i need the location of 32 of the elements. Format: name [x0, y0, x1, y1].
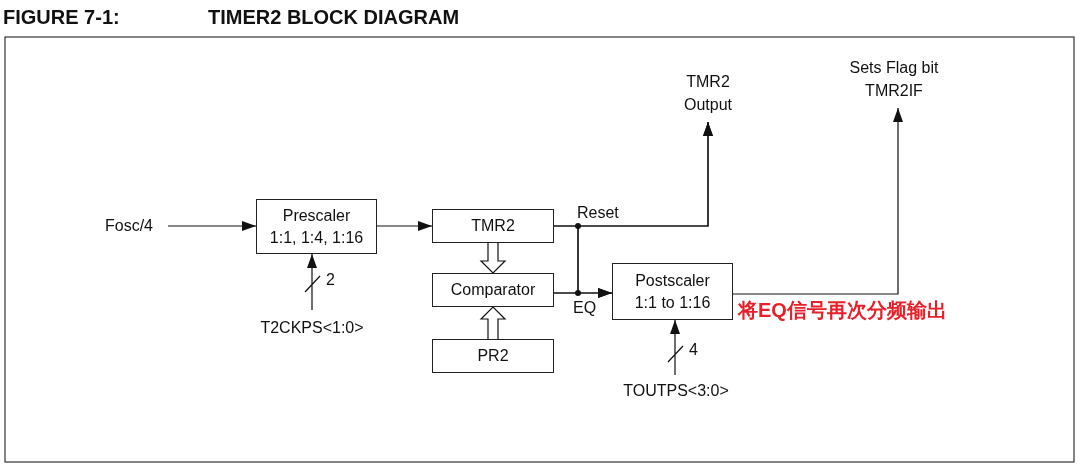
block-title: Postscaler	[635, 270, 710, 291]
bus-arrow	[479, 306, 507, 340]
edge-label: EQ	[573, 298, 597, 318]
block-title: PR2	[477, 346, 509, 366]
edge-label: Reset	[577, 203, 619, 223]
figure-number: FIGURE 7-1:	[3, 6, 120, 29]
annotation-text: 将EQ信号再次分频输出	[738, 298, 947, 323]
ratio-text: 1:1, 1:4, 1:16	[269, 227, 364, 248]
signal-label: TOUTPS<3:0>	[608, 379, 744, 402]
signal-label: Fosc/4	[92, 214, 166, 238]
bus-arrow	[479, 242, 507, 274]
block-title: Prescaler	[282, 205, 351, 226]
arrow	[167, 221, 257, 231]
arrow	[667, 319, 684, 376]
figure-title: TIMER2 BLOCK DIAGRAM	[208, 6, 460, 29]
block-box	[256, 199, 377, 254]
edge-label: 4	[689, 340, 698, 360]
block-box	[612, 263, 733, 320]
ratio-text: 1:1 to 1:16	[634, 292, 711, 313]
block-box	[432, 209, 554, 243]
block-box	[432, 339, 554, 373]
block-title: Comparator	[450, 280, 536, 300]
arrow	[376, 221, 433, 231]
block-box	[432, 273, 554, 307]
signal-label: T2CKPS<1:0>	[248, 316, 376, 339]
arrow	[732, 107, 903, 295]
signal-label: Sets Flag bit TMR2IF	[848, 56, 940, 102]
signal-label: TMR2 Output	[670, 70, 746, 116]
edge-label: 2	[326, 270, 335, 290]
arrow	[553, 121, 713, 294]
block-title: TMR2	[471, 216, 515, 236]
arrow	[304, 253, 321, 311]
